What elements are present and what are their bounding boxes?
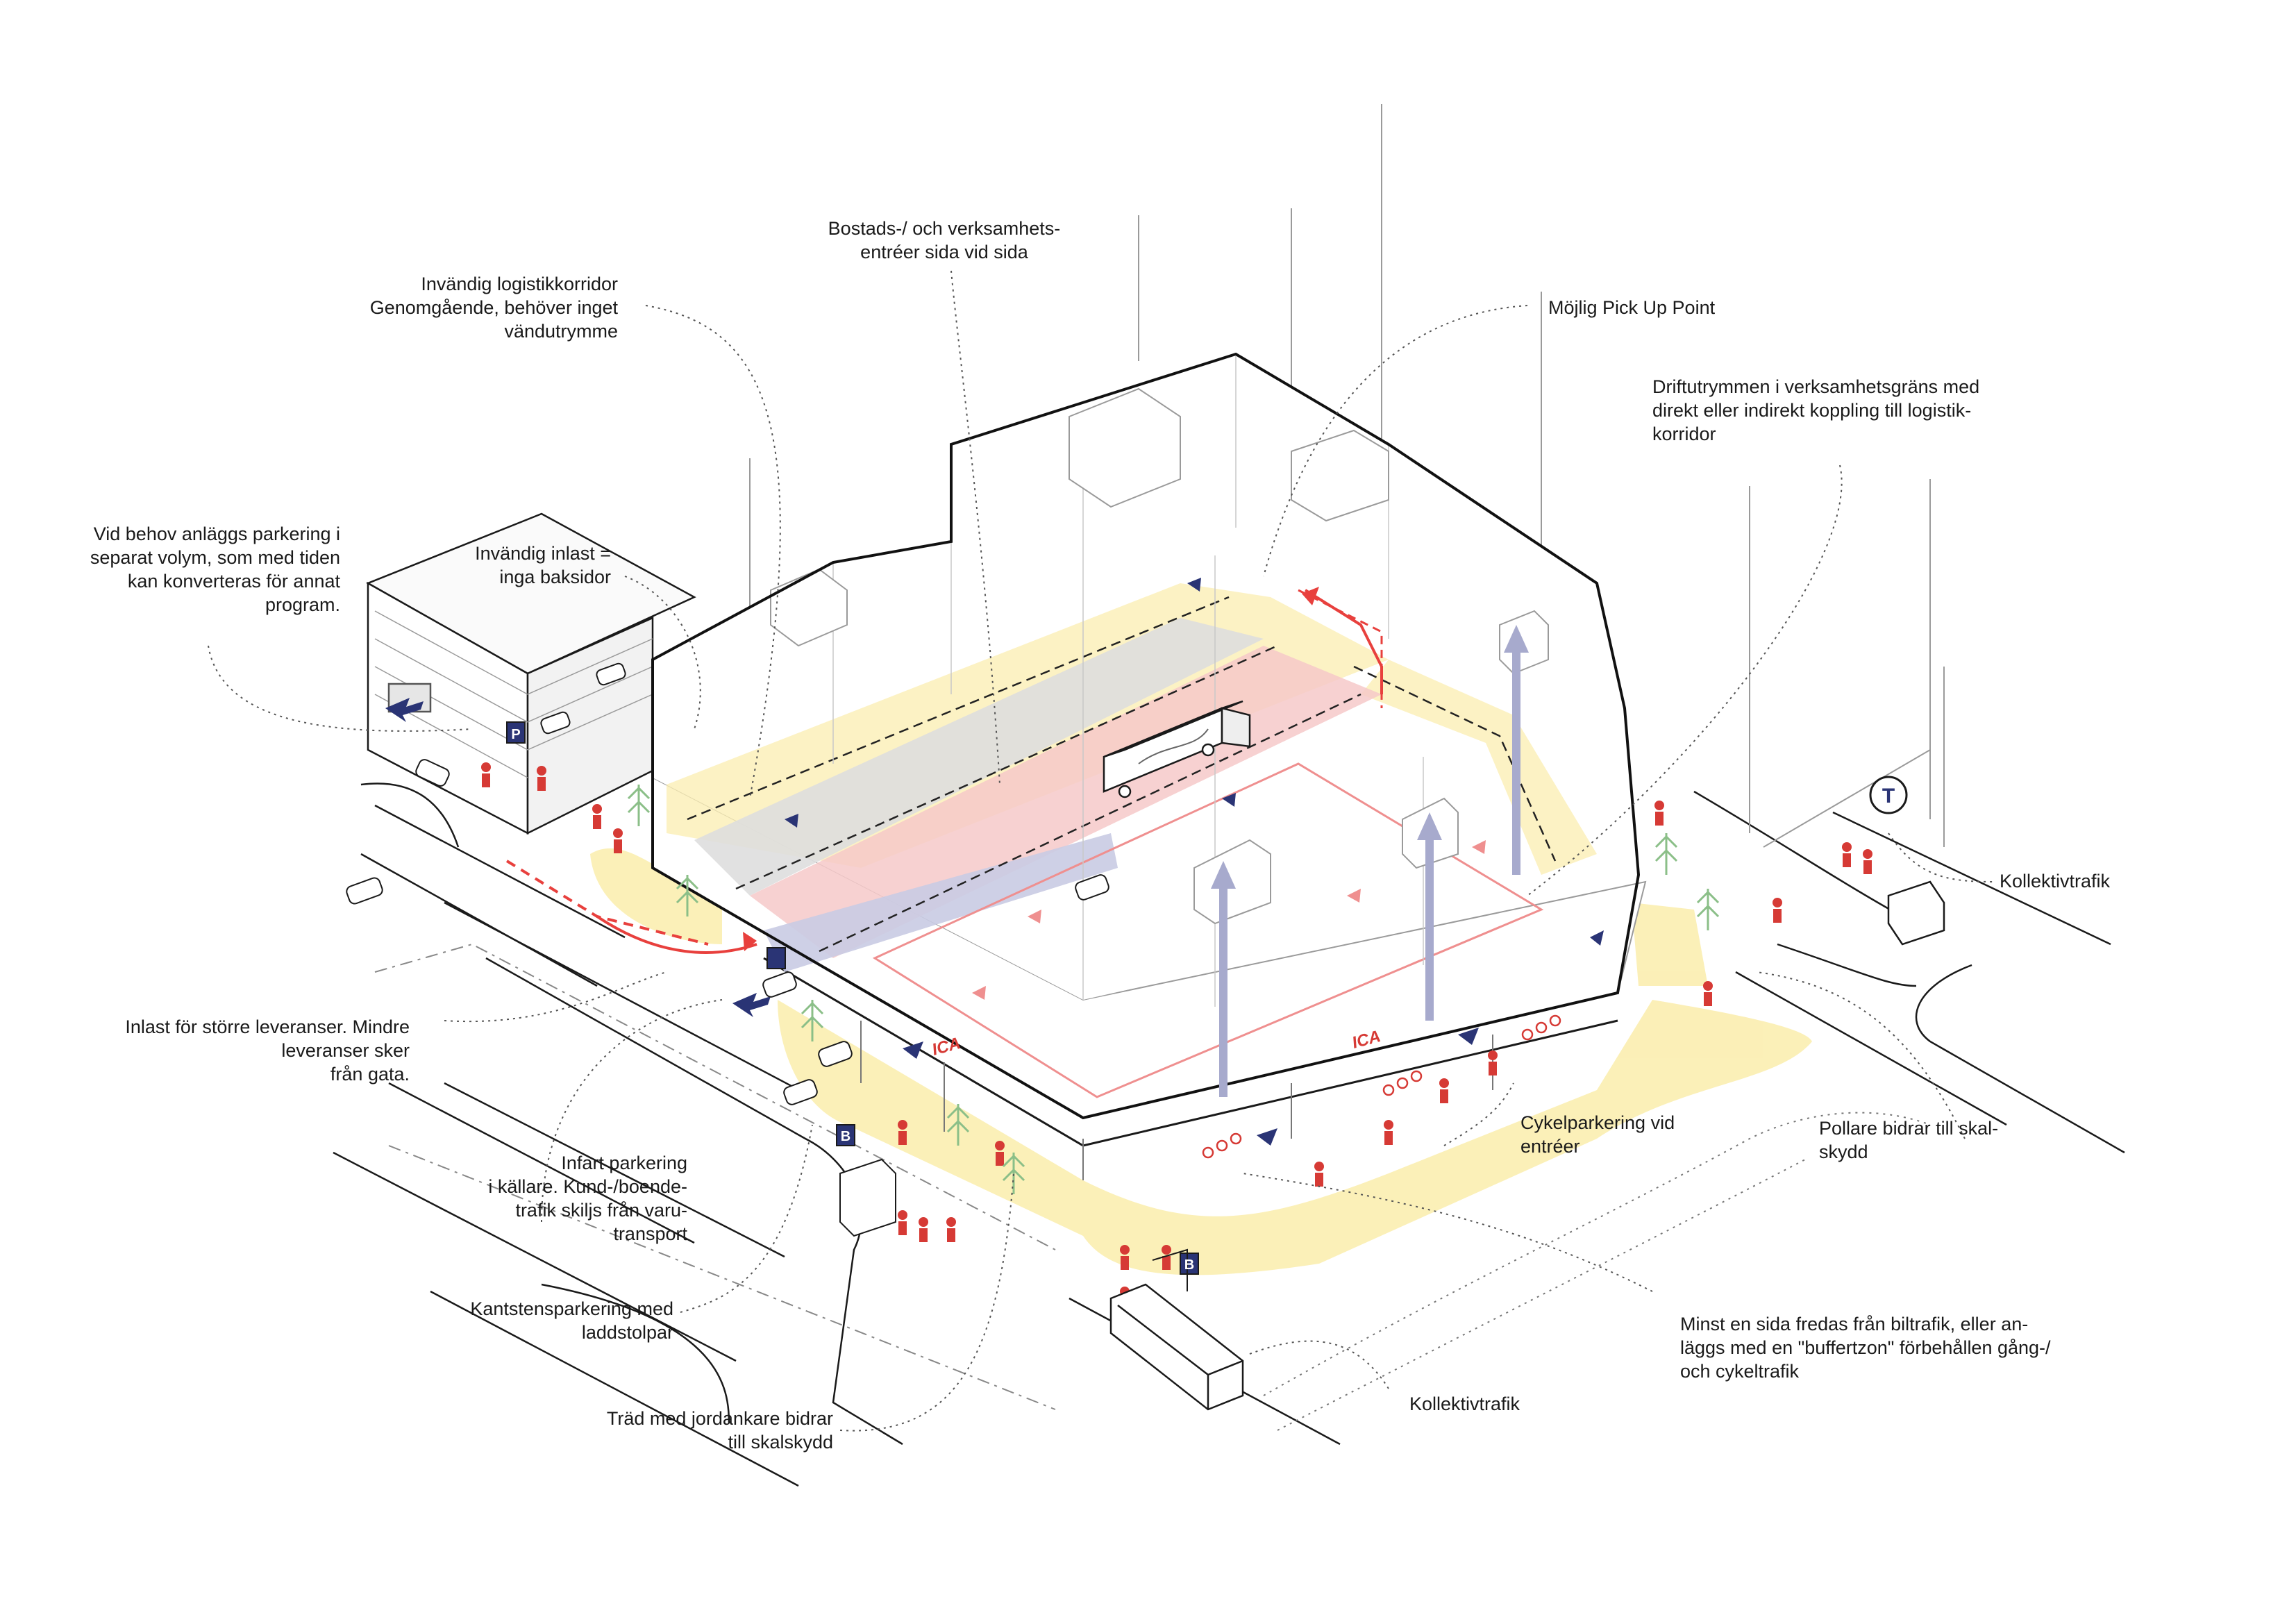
bus-stop-sign-2: B: [1184, 1257, 1194, 1273]
label-trees: Träd med jordankare bidrar till skalskyd…: [606, 1408, 833, 1453]
label-bike-parking: Cykelparkering vid entréer: [1520, 1112, 1675, 1157]
label-curb-parking: Kantstensparkering med laddstolpar: [470, 1298, 673, 1343]
pedestrians: [481, 762, 1872, 1312]
pedestrian-buffer-zones: [590, 848, 1812, 1275]
road-center-lines: [374, 943, 1056, 1410]
label-separate-parking: Vid behov anläggs parkering i separat vo…: [90, 524, 340, 615]
red-route-markers: [972, 840, 1486, 1000]
shop-sign-1: ICA: [930, 1034, 963, 1060]
label-entrances-side-by-side: Bostads-/ och verksamhets- entréer sida …: [828, 218, 1061, 262]
label-operating-spaces: Driftutrymmen i verksamhetsgräns med dir…: [1652, 376, 1980, 444]
vertical-delivery-arrows: [1211, 625, 1529, 1097]
label-indoor-loading: Invändig inlast = inga baksidor: [475, 543, 611, 587]
label-pickup-point: Möjlig Pick Up Point: [1548, 297, 1716, 318]
label-basement-entry: Infart parkering i källare. Kund-/boende…: [488, 1153, 687, 1244]
buses: [1109, 880, 1945, 1411]
logistics-red-route: [505, 587, 1383, 954]
cars: [346, 662, 1109, 1105]
label-logistics-corridor: Invändig logistikkorridor Genomgående, b…: [369, 274, 618, 342]
metro-sign: T: [1882, 785, 1895, 807]
delivery-truck: [1103, 700, 1251, 798]
bike-parking: [1202, 1014, 1561, 1159]
street-trees: [627, 785, 1720, 1194]
label-public-transport-bottom: Kollektivtrafik: [1409, 1393, 1520, 1414]
label-large-deliveries: Inlast för större leveranser. Mindre lev…: [125, 1016, 410, 1085]
parking-sign: P: [511, 727, 520, 742]
dotted-paths: [1263, 1112, 1931, 1431]
bus-stop-sign-1: B: [841, 1129, 850, 1144]
label-public-transport-right: Kollektivtrafik: [2000, 871, 2111, 891]
parking-entry-arrows: [385, 698, 771, 1017]
annotation-leader-lines: [208, 270, 1993, 1432]
label-car-free-side: Minst en sida fredas från biltrafik, ell…: [1680, 1314, 2051, 1382]
label-bollards: Pollare bidrar till skal- skydd: [1819, 1118, 1999, 1162]
sign-boxes: [506, 721, 1908, 1291]
entrance-arrows: [785, 578, 1604, 1146]
